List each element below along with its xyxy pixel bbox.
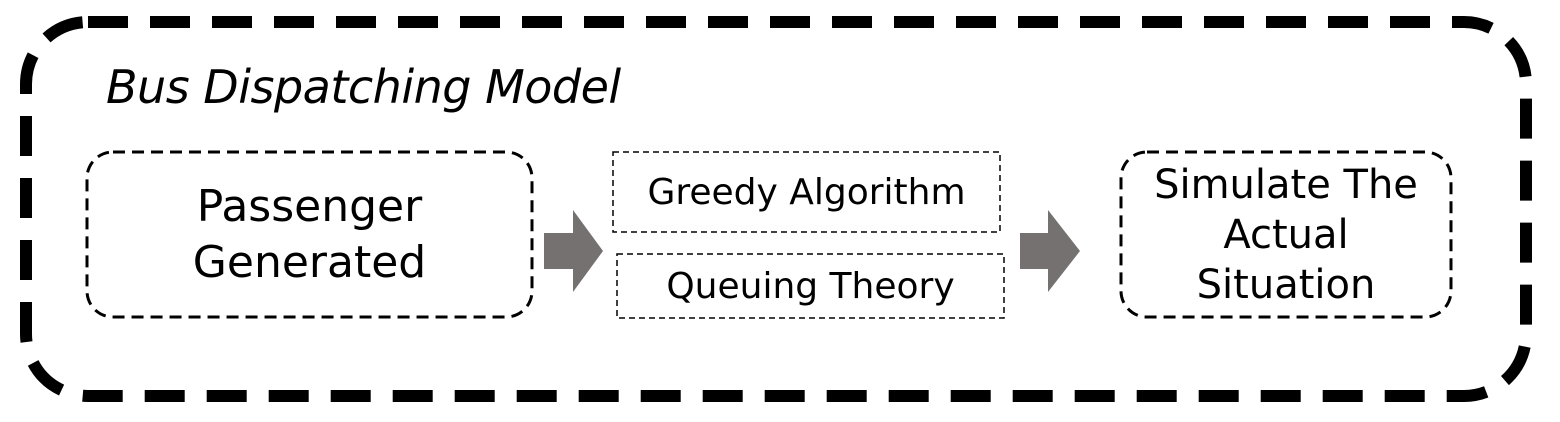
passenger-node-line: Passenger — [196, 180, 423, 232]
queuing-theory-node: Queuing Theory — [616, 253, 1005, 319]
greedy-algorithm-label: Greedy Algorithm — [647, 171, 966, 213]
passenger-node: Passenger Generated — [86, 151, 533, 318]
simulate-node: Simulate The Actual Situation — [1120, 151, 1452, 318]
model-container — [20, 16, 1532, 402]
simulate-node-line: Situation — [1196, 261, 1376, 308]
greedy-algorithm-node: Greedy Algorithm — [612, 151, 1001, 233]
arrow-passenger-to-methods — [544, 210, 603, 292]
passenger-node-border — [85, 150, 534, 319]
simulate-node-line: Simulate The — [1154, 161, 1418, 208]
greedy-node-border — [612, 151, 1001, 233]
diagram-title: Bus Dispatching Model — [106, 60, 621, 114]
simulate-node-border — [1119, 150, 1453, 319]
passenger-node-line: Generated — [192, 236, 427, 288]
queuing-theory-label: Queuing Theory — [666, 265, 955, 307]
simulate-node-line: Actual — [1223, 211, 1349, 258]
arrow-methods-to-simulate — [1020, 210, 1080, 292]
queuing-node-border — [616, 253, 1005, 319]
